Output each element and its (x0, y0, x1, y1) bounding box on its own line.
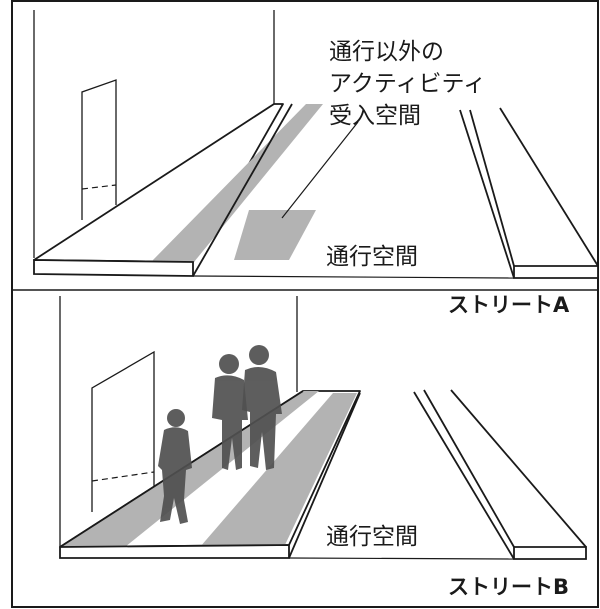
street-b-label: ストリートB (448, 575, 569, 599)
pedestrian-child (158, 409, 192, 524)
curb-edge-line-b (288, 392, 361, 559)
door-outline (81, 79, 117, 220)
shaded-strip-2 (200, 393, 357, 547)
passage-space-label-b: 通行空間 (326, 524, 418, 550)
road-activity-shade (234, 210, 316, 260)
activity-space-label-line-2: アクティビティ (329, 71, 486, 97)
left-sidewalk-front (33, 259, 194, 277)
street-a-label: ストリートA (448, 293, 570, 317)
right-sidewalk-b (413, 389, 587, 560)
panel-a: 通行以外の アクティビティ 受入空間 通行空間 ストリートA (33, 10, 599, 317)
outer-frame (11, 0, 599, 608)
door-dashed-line-b (91, 471, 155, 482)
pedestrian-adult-1 (212, 354, 248, 470)
door-outline-b (91, 350, 155, 512)
activity-space-shade (152, 104, 323, 262)
curb-edge-line (192, 103, 293, 277)
panel-b: 通行空間 ストリートB (59, 296, 587, 599)
label-leader-line (281, 121, 359, 219)
door-dashed-line (81, 184, 117, 190)
activity-space-label-line-3: 受入空間 (329, 103, 421, 129)
road-baseline (192, 275, 515, 279)
right-sidewalk (459, 107, 599, 279)
left-sidewalk-front-b (59, 544, 290, 559)
passage-space-label-a: 通行空間 (326, 244, 418, 270)
road-baseline-b (288, 557, 515, 560)
pedestrian-adult-2 (242, 345, 282, 470)
activity-space-label-line-1: 通行以外の (329, 39, 444, 65)
